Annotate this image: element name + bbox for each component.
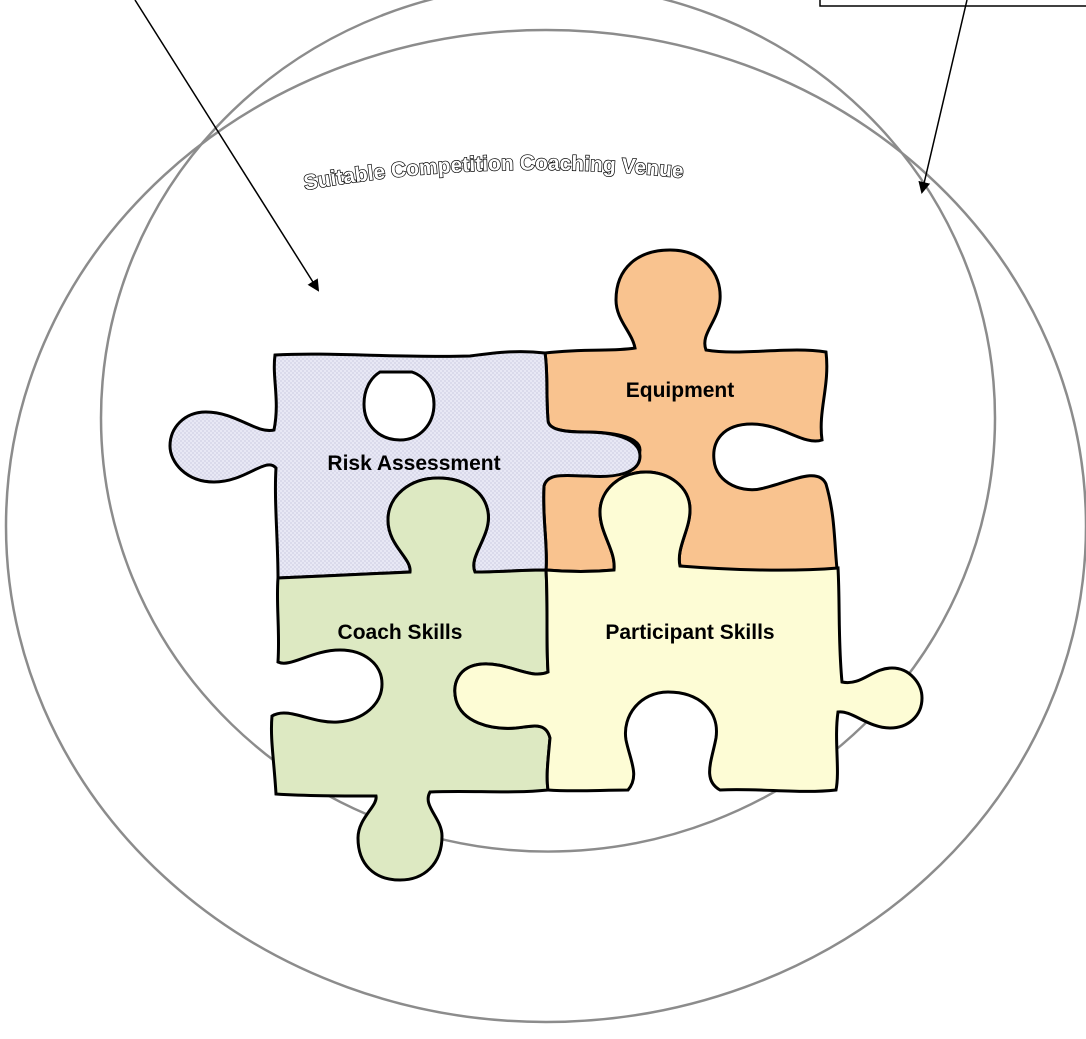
venue-label: Suitable Competition Coaching Venue: [302, 152, 685, 195]
risk-assessment-label: Risk Assessment: [327, 452, 500, 475]
label-box: [819, 0, 1086, 7]
equipment-label: Equipment: [626, 379, 735, 402]
right-arrow: [918, 0, 968, 194]
equipment-piece: [542, 248, 840, 580]
coach-skills-label: Coach Skills: [338, 621, 463, 644]
participant-skills-piece: [453, 470, 924, 793]
outer-ring: [4, 28, 1086, 1024]
inner-venue-circle: [99, 0, 997, 853]
participant-skills-label: Participant Skills: [605, 621, 774, 644]
left-arrow: [134, 0, 320, 292]
